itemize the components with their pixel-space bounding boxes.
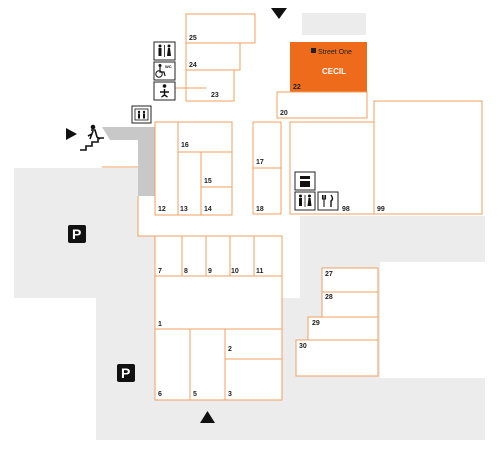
- unit-label: 10: [231, 268, 239, 275]
- unit-30[interactable]: [295, 339, 379, 377]
- unit-14[interactable]: [200, 186, 233, 216]
- atm-icon: [294, 171, 316, 191]
- unit-12[interactable]: [154, 121, 179, 216]
- restaurant-icon: [317, 191, 339, 211]
- unit-label: 30: [299, 343, 307, 350]
- brand-cecil: CECIL: [322, 67, 346, 76]
- entrance-arrow-icon[interactable]: [200, 411, 215, 423]
- unit-28[interactable]: [321, 291, 379, 318]
- entrance-arrow-icon[interactable]: [66, 128, 77, 140]
- svg-text:WC: WC: [165, 64, 172, 69]
- elevator-icon: [131, 105, 152, 124]
- unit-18[interactable]: [252, 167, 282, 215]
- unit-label: 25: [189, 35, 197, 42]
- unit-label: 17: [256, 159, 264, 166]
- unit-label: 13: [180, 206, 188, 213]
- unit-20[interactable]: [276, 91, 368, 119]
- unit-label: 23: [211, 92, 219, 99]
- unit-7[interactable]: [154, 235, 183, 277]
- baby-changing-icon: [153, 81, 176, 101]
- unit-label: 18: [256, 206, 264, 213]
- accessible-toilet-icon: WC: [153, 61, 176, 81]
- svg-text:P: P: [72, 226, 81, 242]
- unit-10[interactable]: [229, 235, 255, 277]
- unit-25[interactable]: [185, 13, 256, 44]
- parking-sign-left: P: [68, 225, 86, 243]
- unit-23[interactable]: [185, 69, 235, 102]
- unit-label: 16: [181, 142, 189, 149]
- store-logo-square-icon: [311, 48, 316, 53]
- unit-label: 14: [204, 206, 212, 213]
- svg-text:P: P: [121, 365, 130, 381]
- top-right-gray-area: [302, 13, 366, 35]
- unit-label: 11: [256, 268, 264, 275]
- unit-label: 20: [280, 110, 288, 117]
- unit-22-featured-store[interactable]: [290, 42, 367, 92]
- toilets-icon: [153, 41, 176, 61]
- unit-99[interactable]: [373, 100, 483, 215]
- unit-label: 29: [312, 320, 320, 327]
- unit-label: 24: [189, 62, 197, 69]
- unit-3[interactable]: [224, 358, 283, 401]
- unit-label: 2: [228, 346, 232, 353]
- unit-label: 12: [158, 206, 166, 213]
- unit-label: 15: [204, 178, 212, 185]
- unit-5[interactable]: [189, 328, 226, 401]
- unit-16[interactable]: [177, 121, 233, 153]
- unit-11[interactable]: [253, 235, 283, 277]
- unit-label: 28: [325, 294, 333, 301]
- unit-label: 9: [208, 268, 212, 275]
- unit-label: 98: [342, 206, 350, 213]
- unit-label: 99: [377, 206, 385, 213]
- unit-label: 7: [158, 268, 162, 275]
- toilets-icon: [294, 191, 316, 211]
- unit-label: 27: [325, 271, 333, 278]
- stairs-icon: [80, 124, 104, 151]
- unit-27[interactable]: [321, 267, 379, 293]
- unit-label: 8: [184, 268, 188, 275]
- unit-6[interactable]: [154, 328, 191, 401]
- unit-17[interactable]: [252, 121, 282, 169]
- unit-1[interactable]: [154, 275, 283, 330]
- unit-2[interactable]: [224, 328, 283, 360]
- entrance-corridor: [102, 127, 155, 196]
- unit-label: 6: [158, 391, 162, 398]
- unit-label: 1: [158, 321, 162, 328]
- unit-label: 3: [228, 391, 232, 398]
- parking-sign-bottom: P: [117, 364, 135, 382]
- brand-street-one: Street One: [318, 49, 352, 56]
- unit-label: 5: [193, 391, 197, 398]
- entrance-arrow-icon[interactable]: [271, 8, 287, 19]
- unit-label: 22: [293, 84, 301, 91]
